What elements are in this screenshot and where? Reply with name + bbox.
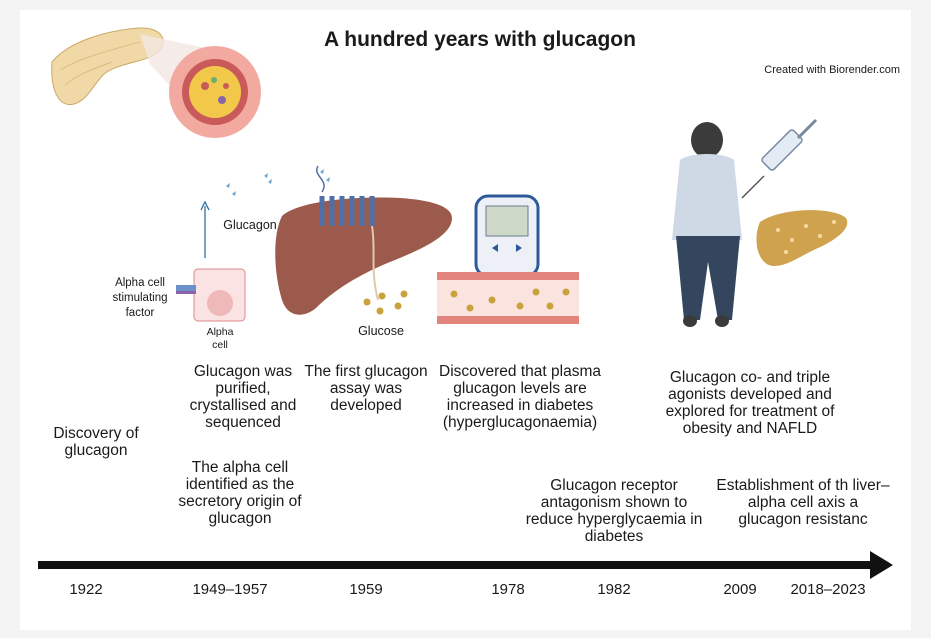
year-2009: 2009 [723, 581, 757, 598]
alpha-cell-factor-label: Alpha cell stimulating factor [112, 277, 168, 319]
year-2018-2023: 2018–2023 [790, 581, 866, 598]
timeline-axis [38, 551, 893, 579]
credit-text: Created with Biorender.com [764, 64, 900, 76]
blood-vessel-icon [437, 272, 579, 324]
glucagon-molecules-icon [226, 169, 330, 196]
event-1959-text: The first glucagon assay was developed [304, 363, 428, 414]
event-1922-text: Discovery of glucagon [53, 425, 139, 459]
event-1982-text: Glucagon receptor antagonism shown to re… [525, 477, 703, 545]
glucagon-label: Glucagon [223, 218, 277, 232]
pancreatic-islet-icon [169, 46, 261, 138]
alpha-cell-label: Alpha cell [206, 326, 234, 351]
person-icon [672, 122, 742, 327]
liver-icon [275, 197, 452, 315]
glucagon-receptor-icon [319, 196, 375, 226]
event-1949-text-2: The alpha cell identified as the secreto… [178, 459, 302, 527]
year-1982: 1982 [597, 581, 631, 598]
event-1978-text: Discovered that plasma glucagon levels a… [439, 363, 601, 431]
year-1949-1957: 1949–1957 [192, 581, 268, 598]
syringe-icon [741, 118, 818, 199]
event-1949-text: Glucagon was purified, crystallised and … [189, 363, 297, 431]
year-1959: 1959 [349, 581, 383, 598]
page-title: A hundred years with glucagon [324, 28, 636, 51]
glucose-label: Glucose [358, 324, 404, 338]
year-1978: 1978 [491, 581, 525, 598]
event-2009-text: Glucagon co- and triple agonists develop… [665, 369, 835, 437]
glucose-molecules-icon [363, 290, 408, 315]
fatty-liver-icon [756, 210, 848, 266]
pancreas-icon [51, 27, 164, 106]
alpha-cell-icon [193, 268, 246, 322]
receptor-icon [176, 285, 196, 294]
year-1922: 1922 [69, 581, 103, 598]
event-2018-text: Establishment of th liver–alpha cell axi… [716, 477, 890, 528]
